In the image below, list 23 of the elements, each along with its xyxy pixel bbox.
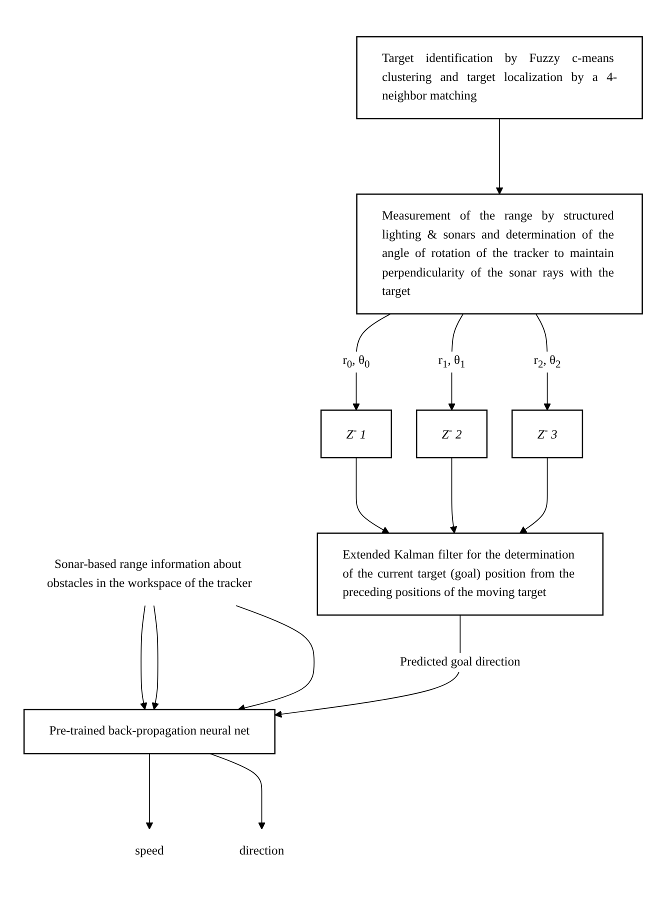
node-box <box>320 409 392 458</box>
edge-label: r$_{2}$, θ$_{2}$ <box>534 354 561 370</box>
arrow <box>274 614 461 718</box>
node-box <box>316 532 604 616</box>
arrow <box>356 456 390 534</box>
node-box <box>23 708 276 754</box>
node-text: speed <box>135 844 164 858</box>
arrow <box>146 752 154 830</box>
arrow <box>152 604 159 710</box>
node-box <box>512 409 584 458</box>
edge-label: r$_{1}$, θ$_{1}$ <box>438 354 466 370</box>
node-text: Sonar-based range information about obstacles in the workspace of the tracker <box>46 557 252 590</box>
node-box <box>416 409 488 458</box>
node-box <box>356 193 643 314</box>
arrow <box>519 456 548 534</box>
arrow <box>450 456 458 534</box>
node-box <box>356 36 643 119</box>
edge-label: Predicted goal direction <box>400 654 520 668</box>
arrow <box>210 752 266 830</box>
arrow <box>496 118 504 194</box>
edge-label: r$_{0}$, θ$_{0}$ <box>342 354 370 370</box>
arrow <box>140 604 148 710</box>
node-text: direction <box>239 844 284 858</box>
